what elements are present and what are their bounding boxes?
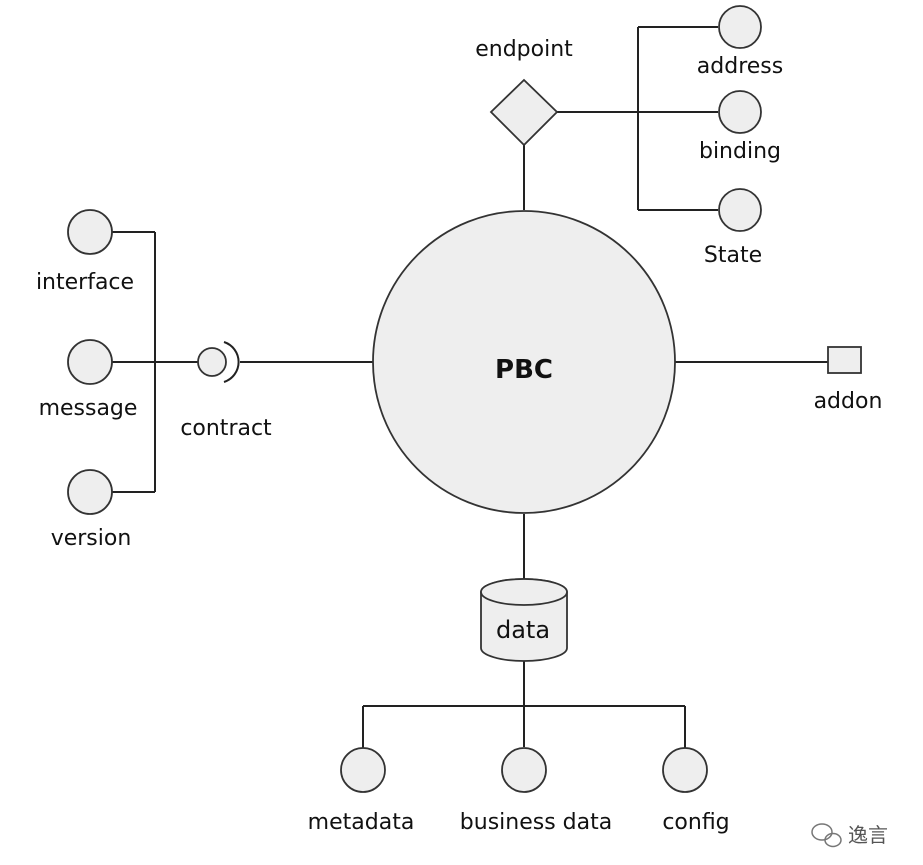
- watermark-label: 逸言: [848, 823, 888, 847]
- pbc-circle: [372, 210, 676, 514]
- binding-label: binding: [699, 139, 781, 164]
- address-node: address: [697, 5, 783, 79]
- wechat-icon: [811, 823, 842, 848]
- config-circle: [662, 747, 708, 793]
- binding-circle: [718, 90, 762, 134]
- metadata-circle: [340, 747, 386, 793]
- data-node: data: [480, 578, 568, 662]
- address-circle: [718, 5, 762, 49]
- endpoint-node: endpoint: [475, 37, 573, 147]
- message-circle: [67, 339, 113, 385]
- interface-circle: [67, 209, 113, 255]
- endpoint-diamond: [489, 78, 559, 147]
- pbc-label: PBC: [495, 355, 553, 385]
- interface-node: interface: [36, 209, 134, 295]
- pbc-node: PBC: [372, 210, 676, 514]
- metadata-label: metadata: [308, 810, 415, 835]
- data-cylinder-top: [480, 578, 568, 606]
- config-node: config: [662, 747, 730, 835]
- addon-node: addon: [814, 346, 883, 414]
- endpoint-label: endpoint: [475, 37, 573, 62]
- version-node: version: [51, 469, 132, 551]
- contract-node: contract: [180, 341, 272, 441]
- addon-square: [827, 346, 862, 374]
- contract-circle: [197, 347, 227, 377]
- business-data-label: business data: [460, 810, 612, 835]
- version-circle: [67, 469, 113, 515]
- business-data-circle: [501, 747, 547, 793]
- state-circle: [718, 188, 762, 232]
- interface-label: interface: [36, 270, 134, 295]
- data-label: data: [496, 616, 550, 644]
- version-label: version: [51, 526, 132, 551]
- message-node: message: [39, 339, 138, 421]
- watermark: 逸言: [811, 823, 888, 848]
- metadata-node: metadata: [308, 747, 415, 835]
- state-label: State: [704, 243, 762, 268]
- config-label: config: [662, 810, 729, 835]
- message-label: message: [39, 396, 138, 421]
- contract-socket-arc: [223, 341, 240, 383]
- binding-node: binding: [699, 90, 781, 164]
- connector-lines: [112, 26, 828, 748]
- addon-label: addon: [814, 389, 883, 414]
- business-data-node: business data: [460, 747, 612, 835]
- address-label: address: [697, 54, 783, 79]
- state-node: State: [704, 188, 762, 268]
- contract-label: contract: [180, 416, 272, 441]
